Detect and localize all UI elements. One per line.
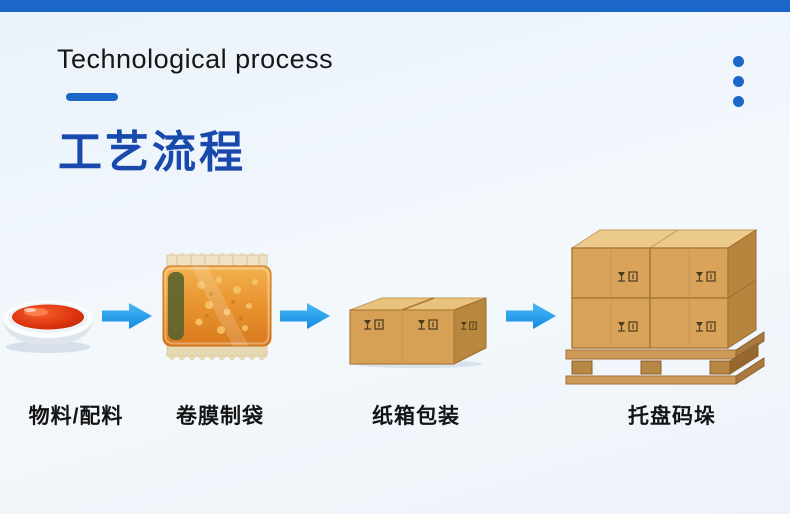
film-pouch-icon xyxy=(161,250,273,364)
step-label: 卷膜制袋 xyxy=(176,405,264,428)
dot xyxy=(733,76,744,87)
step-label: 托盘码垛 xyxy=(628,405,716,428)
pallet-stack-icon xyxy=(564,210,786,386)
dot xyxy=(733,56,744,67)
carton-box-icon xyxy=(340,256,490,368)
sauce-dish-icon xyxy=(0,283,96,355)
step-label: 物料/配料 xyxy=(28,405,124,428)
flow-arrow-icon xyxy=(280,301,330,331)
flow-arrow-icon xyxy=(506,301,556,331)
page-title-chinese: 工艺流程 xyxy=(58,128,246,177)
vertical-dots-icon xyxy=(733,56,744,107)
flow-arrow-icon xyxy=(102,301,152,331)
title-underline-dash xyxy=(66,93,118,101)
step-label: 纸箱包装 xyxy=(372,405,460,428)
top-accent-bar xyxy=(0,0,790,12)
page-title-english: Technological process xyxy=(57,44,334,74)
dot xyxy=(733,96,744,107)
